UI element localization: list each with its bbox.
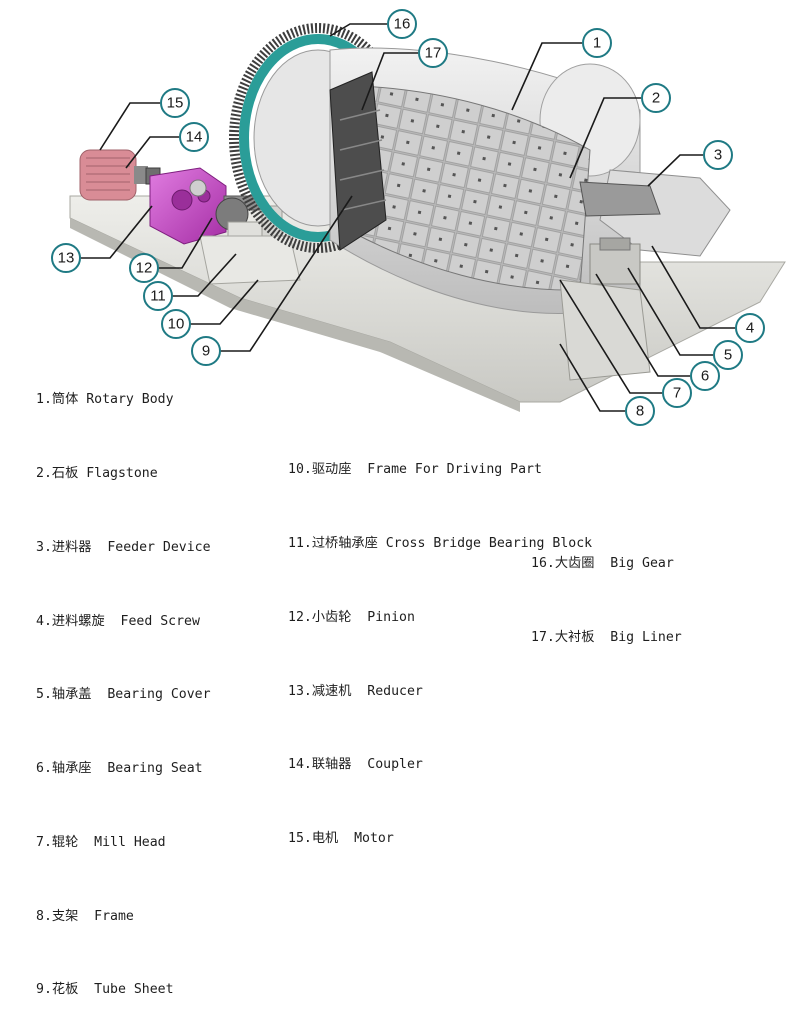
svg-text:5: 5 [724, 347, 732, 364]
callout-16: 16 [387, 9, 417, 39]
legend-item: 3.进料器 Feeder Device [36, 539, 211, 555]
svg-text:12: 12 [136, 260, 153, 277]
legend-item: 13.减速机 Reducer [288, 683, 423, 699]
svg-text:4: 4 [746, 320, 754, 337]
callout-10: 10 [161, 309, 191, 339]
legend-item: 17.大衬板 Big Liner [531, 629, 682, 645]
svg-text:2: 2 [652, 90, 660, 107]
legend-item: 11.过桥轴承座 Cross Bridge Bearing Block [288, 535, 593, 551]
legend-item: 15.电机 Motor [288, 831, 394, 847]
svg-text:13: 13 [58, 250, 75, 267]
callout-3: 3 [703, 140, 733, 170]
callout-15: 15 [160, 88, 190, 118]
legend-item: 16.大齿圈 Big Gear [531, 556, 674, 572]
svg-text:15: 15 [167, 95, 184, 112]
ball-mill-diagram: 1 2 3 4 5 6 7 8 9 10 11 12 [36, 9, 786, 997]
interior-liner [329, 71, 591, 291]
legend-item: 1.筒体 Rotary Body [36, 392, 174, 408]
callout-9: 9 [191, 336, 221, 366]
ball-mill-illustration: 1 2 3 4 5 6 7 8 9 10 11 12 [51, 9, 786, 426]
svg-text:9: 9 [202, 343, 210, 360]
legend-column-1: 1.筒体 Rotary Body 2.石板 Flagstone 3.进料器 Fe… [36, 339, 211, 1028]
svg-text:17: 17 [425, 45, 442, 62]
callout-13: 13 [51, 243, 81, 273]
callout-17: 17 [418, 38, 448, 68]
legend-column-3: 16.大齿圈 Big Gear 17.大衬板 Big Liner [531, 503, 682, 675]
motor [79, 149, 148, 201]
legend-item: 5.轴承盖 Bearing Cover [36, 687, 211, 703]
legend-item: 7.辊轮 Mill Head [36, 834, 166, 850]
svg-text:6: 6 [701, 368, 709, 385]
callout-2: 2 [641, 83, 671, 113]
svg-text:8: 8 [636, 403, 644, 420]
callout-12: 12 [129, 253, 159, 283]
svg-text:7: 7 [673, 385, 681, 402]
legend-item: 9.花板 Tube Sheet [36, 982, 174, 998]
leader-lines [80, 23, 735, 412]
feeder-device [579, 169, 731, 257]
legend-item: 8.支架 Frame [36, 908, 134, 924]
legend-item: 6.轴承座 Bearing Seat [36, 761, 203, 777]
legend-item: 2.石板 Flagstone [36, 465, 158, 481]
legend-item: 10.驱动座 Frame For Driving Part [288, 462, 542, 478]
callout-6: 6 [690, 361, 720, 391]
legend-item: 14.联轴器 Coupler [288, 757, 423, 773]
legend-item: 4.进料螺旋 Feed Screw [36, 613, 200, 629]
svg-text:14: 14 [186, 129, 203, 146]
callout-7: 7 [662, 378, 692, 408]
support-frame [559, 279, 651, 381]
callout-11: 11 [143, 281, 173, 311]
callout-8: 8 [625, 396, 655, 426]
callout-5: 5 [713, 340, 743, 370]
svg-text:16: 16 [394, 16, 411, 33]
svg-text:10: 10 [168, 316, 185, 333]
callout-1: 1 [582, 28, 612, 58]
svg-text:3: 3 [714, 147, 722, 164]
svg-text:1: 1 [593, 35, 601, 52]
reducer [149, 167, 227, 245]
driving-frame [199, 235, 301, 285]
callout-4: 4 [735, 313, 765, 343]
callout-14: 14 [179, 122, 209, 152]
svg-text:11: 11 [150, 288, 166, 305]
